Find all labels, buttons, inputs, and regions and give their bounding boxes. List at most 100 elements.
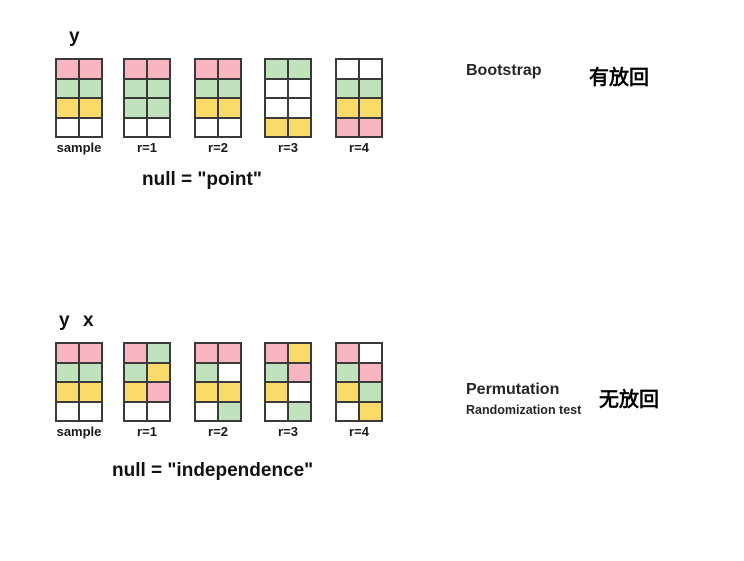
grid-cell-green (266, 363, 287, 381)
grid-label: sample (56, 424, 102, 439)
grid-cell-yellow (219, 383, 240, 401)
method-title-bootstrap: Bootstrap (466, 62, 542, 79)
resample-grid-permutation-sample: sample (55, 342, 103, 439)
resample-grid-permutation-r=4: r=4 (335, 342, 383, 439)
grid-cell-white (219, 363, 240, 381)
null-caption-bootstrap: null = "point" (142, 169, 262, 190)
grid-cell-yellow (196, 383, 217, 401)
grid (264, 58, 312, 138)
grid (55, 342, 103, 422)
grid (335, 58, 383, 138)
grid-cell-pink (80, 60, 101, 78)
grid-cell-green (196, 363, 217, 381)
grid-cell-pink (360, 118, 381, 136)
grid-cell-pink (125, 344, 146, 362)
grid (123, 58, 171, 138)
grid-cell-pink (57, 60, 78, 78)
resample-grid-permutation-r=3: r=3 (264, 342, 312, 439)
grid-cell-green (360, 79, 381, 97)
grid-cell-green (289, 60, 310, 78)
grid-cell-white (148, 118, 169, 136)
grid-cell-green (80, 363, 101, 381)
grid-cell-green (125, 99, 146, 117)
grid (55, 58, 103, 138)
grid-cell-white (57, 402, 78, 420)
method-bootstrap: Bootstrap (466, 62, 542, 80)
grid-label: sample (56, 140, 102, 155)
grid (194, 58, 242, 138)
grid-cell-green (196, 79, 217, 97)
grid-cell-yellow (125, 383, 146, 401)
grid-cell-white (125, 118, 146, 136)
grid (194, 342, 242, 422)
grid-cell-yellow (148, 363, 169, 381)
grid-cell-green (125, 363, 146, 381)
annotation-without-replacement: 无放回 (599, 389, 659, 411)
grid-label: r=1 (137, 140, 157, 155)
column-label-y: y (69, 26, 80, 47)
method-title-permutation: Permutation (466, 381, 560, 398)
grid-cell-pink (266, 344, 287, 362)
grid-cell-pink (125, 60, 146, 78)
grid-cell-yellow (337, 383, 358, 401)
grid-cell-white (266, 79, 287, 97)
grid-cell-green (148, 344, 169, 362)
null-caption-permutation: null = "independence" (112, 460, 314, 481)
grid-cell-pink (57, 344, 78, 362)
grid-cell-white (337, 60, 358, 78)
grid-cell-yellow (289, 344, 310, 362)
grid-cell-pink (219, 344, 240, 362)
grid-cell-white (125, 402, 146, 420)
grid-cell-white (360, 60, 381, 78)
resample-grid-permutation-r=2: r=2 (194, 342, 242, 439)
grid-cell-green (219, 402, 240, 420)
grid-cell-pink (148, 383, 169, 401)
grid-cell-green (289, 402, 310, 420)
grid-cell-green (337, 363, 358, 381)
grid-cell-pink (360, 363, 381, 381)
grid-cell-white (148, 402, 169, 420)
grid-row-permutation: sample r=1 r=2 r=3 r=4 (55, 342, 395, 442)
grid-cell-green (80, 79, 101, 97)
grid-cell-green (125, 79, 146, 97)
annotation-with-replacement: 有放回 (589, 67, 649, 89)
grid-cell-yellow (266, 118, 287, 136)
grid-cell-green (148, 99, 169, 117)
grid-cell-white (219, 118, 240, 136)
grid-cell-pink (196, 344, 217, 362)
column-label-y: y (59, 310, 70, 331)
grid-label: r=1 (137, 424, 157, 439)
grid-cell-white (337, 402, 358, 420)
column-labels-bootstrap: y (55, 26, 103, 50)
grid-cell-green (337, 79, 358, 97)
grid-cell-yellow (57, 99, 78, 117)
grid-cell-white (289, 99, 310, 117)
grid-cell-pink (148, 60, 169, 78)
grid (335, 342, 383, 422)
grid-cell-green (266, 60, 287, 78)
grid-cell-white (196, 402, 217, 420)
grid-cell-green (57, 79, 78, 97)
grid (264, 342, 312, 422)
grid-cell-green (360, 383, 381, 401)
grid-cell-pink (337, 344, 358, 362)
grid-cell-white (289, 383, 310, 401)
grid-cell-white (57, 118, 78, 136)
grid-cell-yellow (219, 99, 240, 117)
grid-cell-green (148, 79, 169, 97)
method-permutation: Permutation Randomization test (466, 381, 581, 417)
grid-label: r=3 (278, 424, 298, 439)
grid-label: r=2 (208, 140, 228, 155)
grid-cell-white (196, 118, 217, 136)
column-label-x: x (83, 310, 94, 331)
grid-cell-pink (80, 344, 101, 362)
grid-cell-pink (196, 60, 217, 78)
grid-cell-pink (289, 363, 310, 381)
grid-cell-yellow (80, 99, 101, 117)
resample-grid-bootstrap-r=3: r=3 (264, 58, 312, 155)
grid (123, 342, 171, 422)
method-subtitle-permutation: Randomization test (466, 403, 582, 417)
grid-cell-green (219, 79, 240, 97)
